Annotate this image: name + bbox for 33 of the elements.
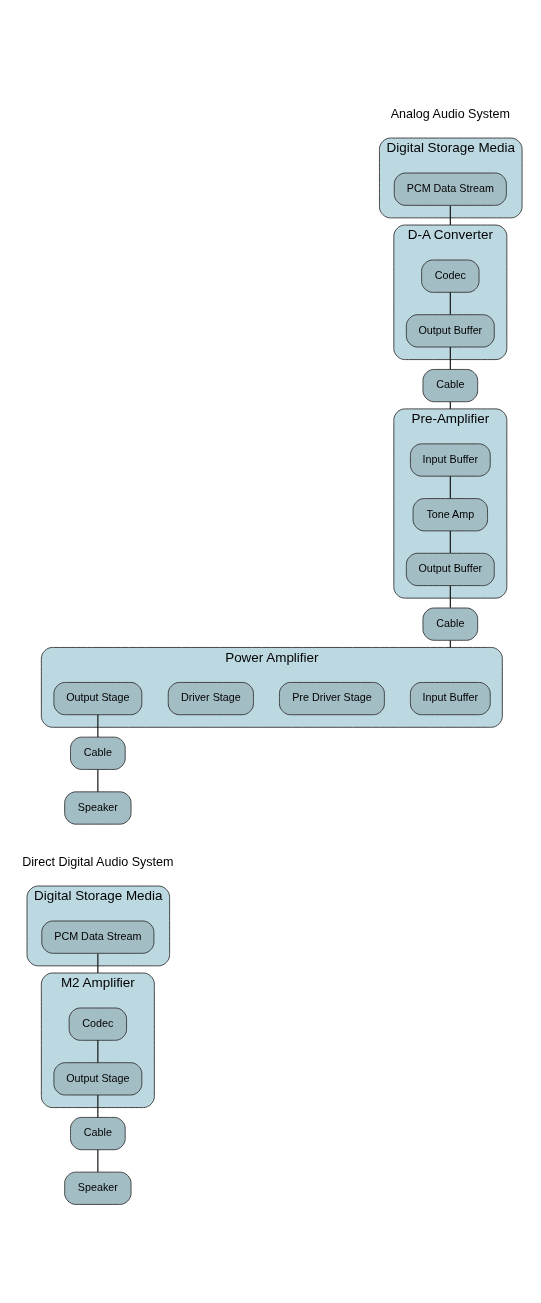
node-box: Output Buffer [405, 552, 495, 587]
node-box: Speaker [64, 791, 132, 825]
label: Direct Digital Audio System [22, 855, 174, 870]
label: Analog Audio System [390, 107, 510, 122]
connector [449, 585, 451, 609]
connector [449, 530, 451, 554]
node-box: Input Buffer [409, 443, 491, 477]
node-box: Driver Stage [167, 682, 254, 716]
node-box: Speaker [64, 1171, 132, 1205]
node-box: Tone Amp [412, 498, 488, 532]
node-box: Input Buffer [409, 682, 491, 716]
node-box: Output Buffer [405, 314, 495, 348]
connector [449, 475, 451, 499]
node-box: Codec [421, 259, 480, 293]
node-box: Cable [422, 369, 479, 403]
connector [449, 346, 451, 370]
connector [97, 1094, 99, 1118]
connector [97, 953, 99, 974]
connector [97, 768, 99, 793]
node-box: Codec [68, 1007, 127, 1041]
node-box: Output Stage [53, 1062, 143, 1096]
connector [97, 1149, 99, 1173]
node-box: PCM Data Stream [393, 172, 507, 206]
node-box: Cable [422, 607, 479, 641]
connector [97, 714, 99, 738]
node-box: Output Stage [53, 682, 143, 716]
node-box: Pre Driver Stage [279, 682, 385, 716]
connector [97, 1039, 99, 1064]
connector [449, 205, 451, 226]
node-box: Cable [70, 736, 126, 770]
node-box: Cable [70, 1116, 126, 1151]
connector [449, 291, 451, 316]
node-box: PCM Data Stream [41, 920, 155, 954]
